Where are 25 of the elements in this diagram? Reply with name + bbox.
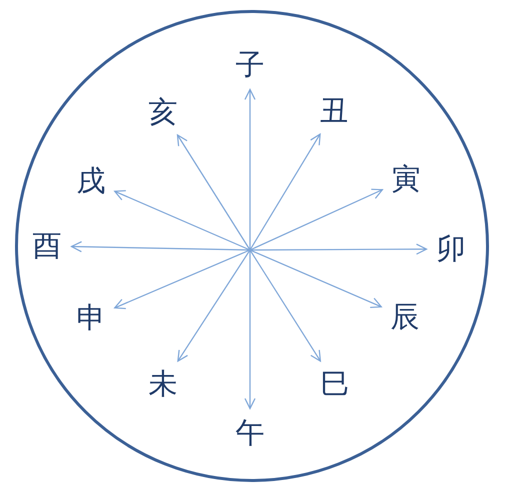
arrow [244, 88, 256, 250]
branch-label: 未 [148, 370, 178, 398]
arrow [177, 250, 250, 362]
arrow [114, 190, 250, 251]
branch-label: 午 [236, 418, 264, 448]
branch-label: 巳 [320, 370, 350, 398]
branch-label: 辰 [390, 302, 420, 332]
branch-label: 申 [76, 304, 106, 332]
circle-outline [15, 10, 489, 482]
branch-label: 卯 [436, 234, 466, 264]
branch-label: 寅 [392, 164, 420, 194]
branch-label: 子 [236, 50, 264, 80]
arrow [244, 250, 256, 410]
branch-label: 亥 [148, 98, 178, 126]
arrow [249, 134, 321, 250]
arrow [114, 249, 250, 310]
arrow [176, 134, 250, 250]
branch-label: 酉 [32, 232, 62, 260]
branch-label: 戌 [76, 166, 106, 196]
arrow [70, 241, 250, 252]
arrow [250, 250, 321, 362]
branch-label: 丑 [320, 96, 348, 126]
arrow [250, 188, 383, 251]
arrow [250, 249, 382, 308]
arrow [250, 244, 428, 255]
